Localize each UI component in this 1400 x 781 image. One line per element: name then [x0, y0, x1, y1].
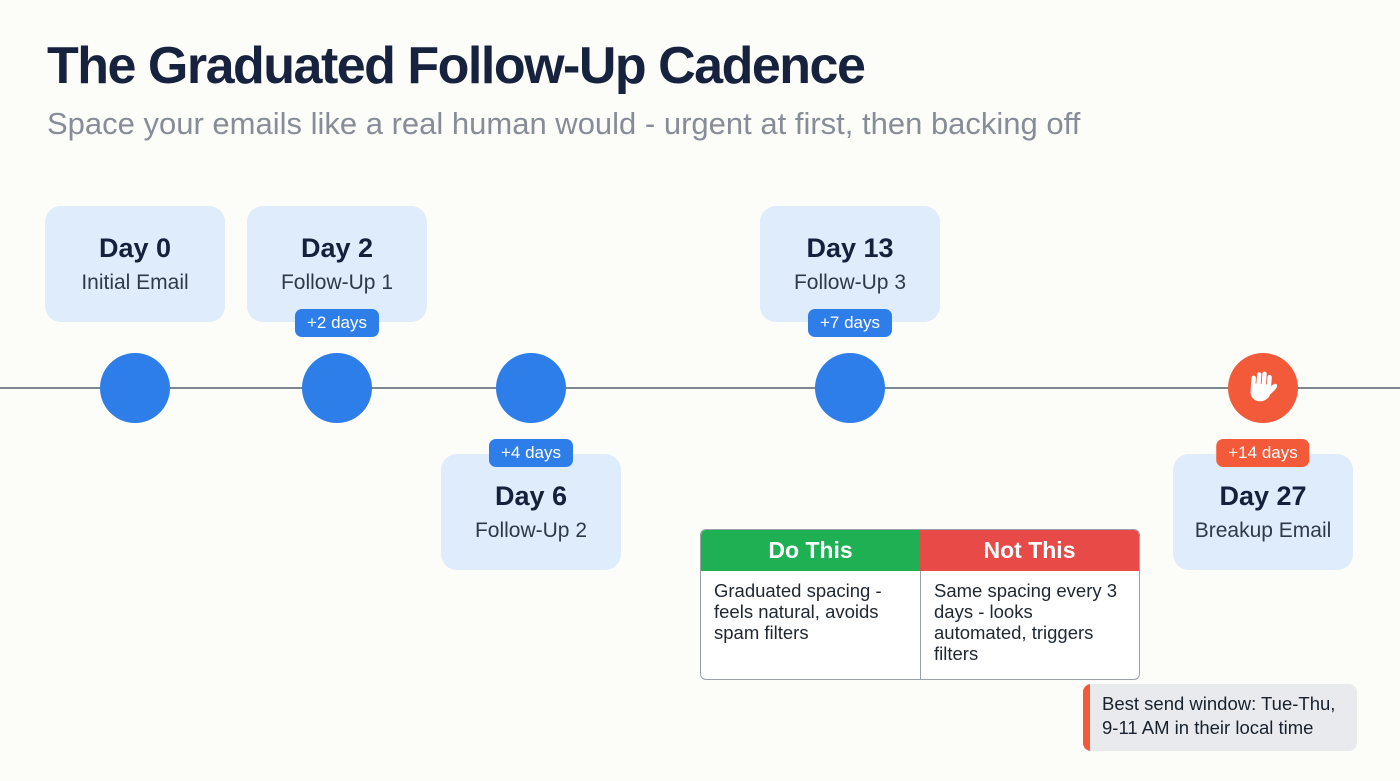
interval-badge-day-2: +2 days: [294, 309, 380, 337]
event-card-day-6: Day 6 Follow-Up 2: [441, 454, 621, 570]
timeline-line: [0, 387, 1400, 389]
note-text: Best send window: Tue-Thu, 9-11 AM in th…: [1102, 693, 1336, 739]
event-subtitle: Breakup Email: [1194, 519, 1332, 542]
event-subtitle: Follow-Up 1: [280, 271, 394, 294]
event-title: Day 6: [494, 481, 568, 511]
interval-badge-day-13: +7 days: [807, 309, 893, 337]
note-accent-bar: [1083, 684, 1090, 751]
event-subtitle: Follow-Up 2: [474, 519, 588, 542]
event-subtitle: Follow-Up 3: [793, 271, 907, 294]
timeline-dot-day-13: [815, 353, 885, 423]
do-this-header: Do This: [701, 530, 920, 571]
event-subtitle: Initial Email: [81, 271, 189, 294]
event-card-day-2: Day 2 Follow-Up 1: [247, 206, 427, 322]
interval-badge-day-6: +4 days: [488, 439, 574, 467]
not-this-cell: Same spacing every 3 days - looks automa…: [920, 571, 1139, 679]
event-card-day-13: Day 13 Follow-Up 3: [760, 206, 940, 322]
timeline-marker-day-27: [1228, 353, 1298, 423]
do-this-cell: Graduated spacing - feels natural, avoid…: [714, 580, 882, 643]
timeline-dot-day-2: [302, 353, 372, 423]
event-title: Day 2: [300, 233, 374, 263]
event-card-day-27: Day 27 Breakup Email: [1173, 454, 1353, 570]
event-title: Day 27: [1219, 481, 1307, 511]
note-box: Best send window: Tue-Thu, 9-11 AM in th…: [1083, 684, 1357, 751]
comparison-table: Do This Not This Graduated spacing - fee…: [700, 529, 1140, 680]
event-title: Day 0: [98, 233, 172, 263]
not-this-header: Not This: [920, 530, 1139, 571]
event-title: Day 13: [806, 233, 894, 263]
timeline-dot-day-0: [100, 353, 170, 423]
stop-hand-icon: [1243, 366, 1283, 411]
timeline-dot-day-6: [496, 353, 566, 423]
comparison-table-header-row: Do This Not This: [701, 530, 1139, 571]
interval-badge-day-27: +14 days: [1216, 439, 1310, 467]
event-card-day-0: Day 0 Initial Email: [45, 206, 225, 322]
page-subtitle: Space your emails like a real human woul…: [47, 106, 1081, 141]
page-title: The Graduated Follow-Up Cadence: [47, 37, 866, 95]
comparison-table-body-row: Graduated spacing - feels natural, avoid…: [701, 571, 1139, 679]
